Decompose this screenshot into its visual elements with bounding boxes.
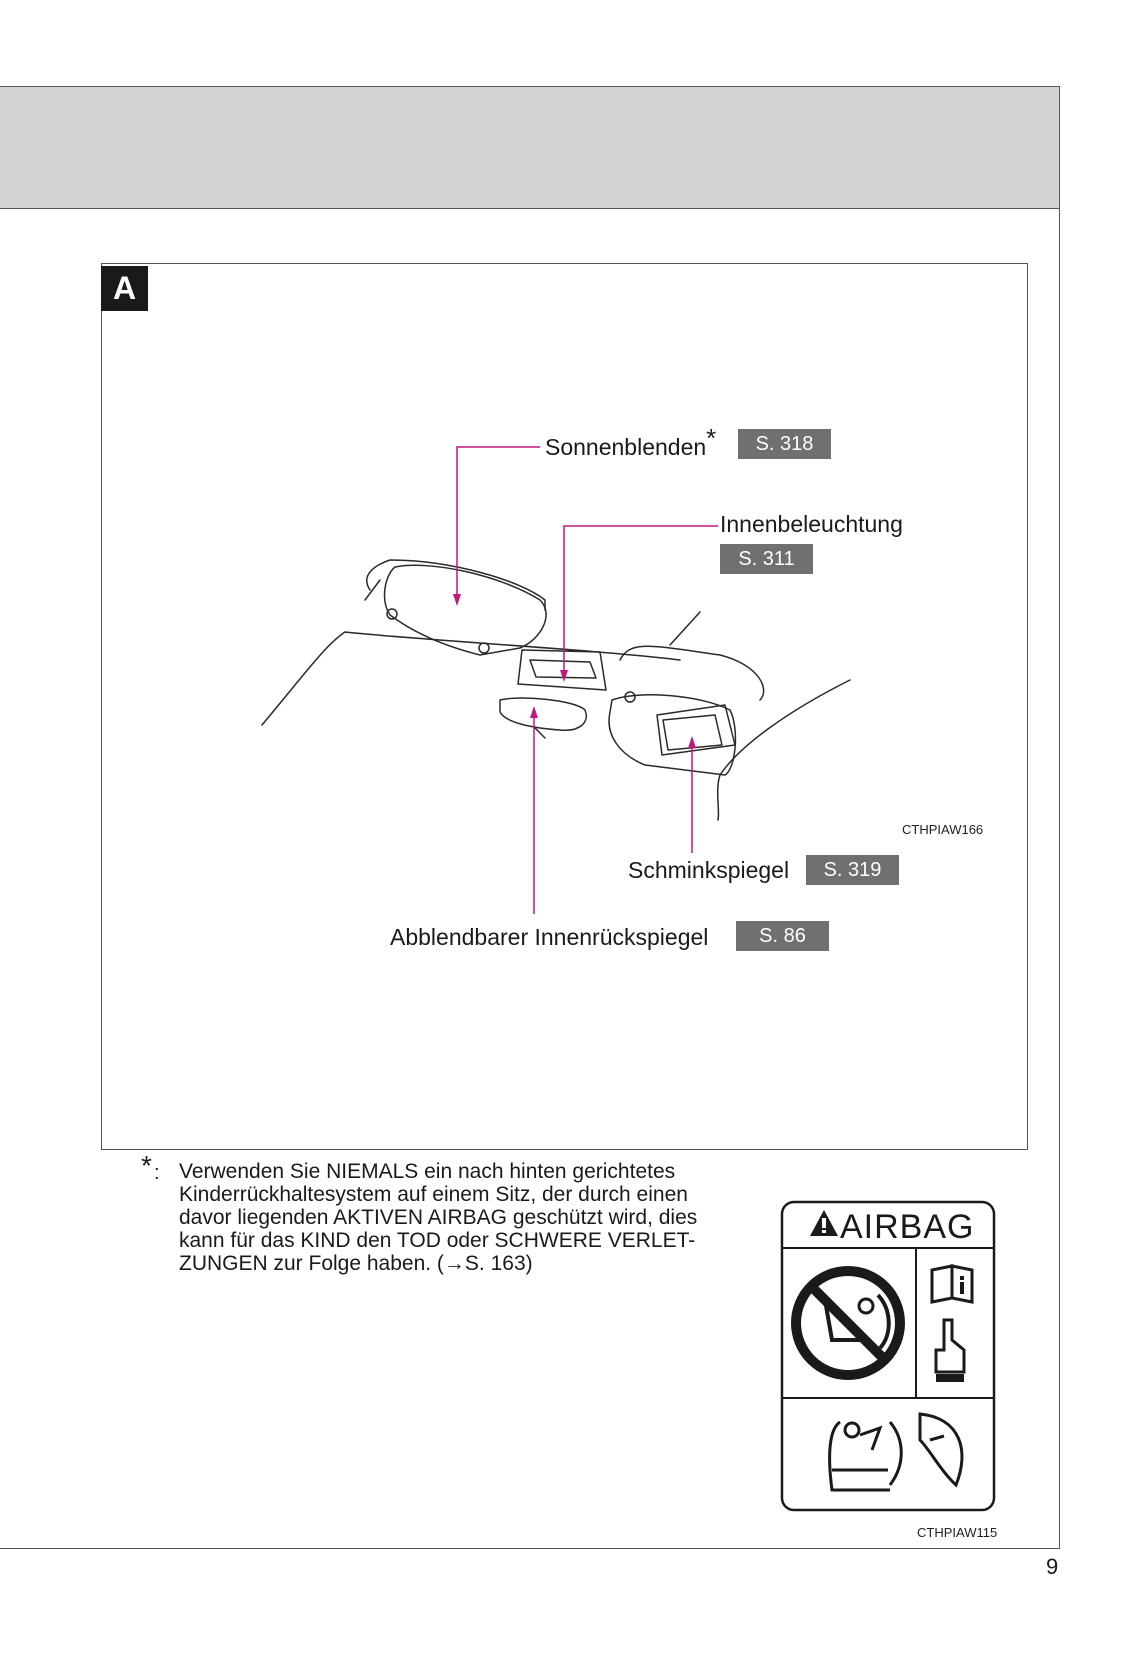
- right-margin-rule: [1059, 209, 1060, 1549]
- footnote-text: Verwenden Sie NIEMALS ein nach hinten ge…: [179, 1160, 759, 1275]
- airbag-warning-graphic: [780, 1200, 996, 1512]
- interior-light-label: Innenbeleuchtung: [720, 511, 903, 537]
- header-band: [0, 86, 1060, 209]
- bottom-rule: [0, 1548, 1060, 1549]
- warning-triangle-icon: [810, 1210, 838, 1236]
- sun-visors-page-ref[interactable]: S. 318: [738, 429, 831, 459]
- interior-light-page-ref[interactable]: S. 311: [720, 544, 813, 574]
- footnote-line: Kinderrückhaltesystem auf einem Sitz, de…: [179, 1183, 688, 1206]
- airbag-title: AIRBAG: [840, 1208, 975, 1246]
- footnote-star: *: [141, 1150, 152, 1181]
- footnote-marker: *: [706, 423, 717, 453]
- footnote-colon: :: [154, 1162, 160, 1184]
- vanity-mirror-page-ref[interactable]: S. 319: [806, 855, 899, 885]
- footnote-line: ZUNGEN zur Folge haben. (→S. 163): [179, 1252, 533, 1275]
- airbag-image-code: CTHPIAW115: [917, 1525, 998, 1540]
- vanity-mirror-label: Schminkspiegel: [628, 857, 790, 883]
- sun-visors-label: Sonnenblenden*: [545, 423, 717, 460]
- footnote-line: kann für das KIND den TOD oder SCHWERE V…: [179, 1229, 696, 1252]
- figure-frame: [101, 263, 1028, 1150]
- pointing-finger-icon: [934, 1318, 966, 1382]
- no-rear-facing-seat-icon: [791, 1266, 905, 1380]
- footnote-line: Verwenden Sie NIEMALS ein nach hinten ge…: [179, 1160, 676, 1183]
- airbag-warning-label: AIRBAG: [780, 1200, 996, 1512]
- rear-view-mirror-page-ref[interactable]: S. 86: [736, 921, 829, 951]
- airbag-deployment-icon: [828, 1412, 964, 1492]
- section-badge: A: [101, 266, 148, 311]
- footnote-line: davor liegenden AKTIVEN AIRBAG geschützt…: [179, 1206, 698, 1229]
- figure-image-code: CTHPIAW166: [902, 822, 984, 837]
- owners-manual-icon: [930, 1264, 974, 1304]
- page-number: 9: [1046, 1554, 1059, 1579]
- rear-view-mirror-label: Abblendbarer Innenrückspiegel: [390, 924, 709, 950]
